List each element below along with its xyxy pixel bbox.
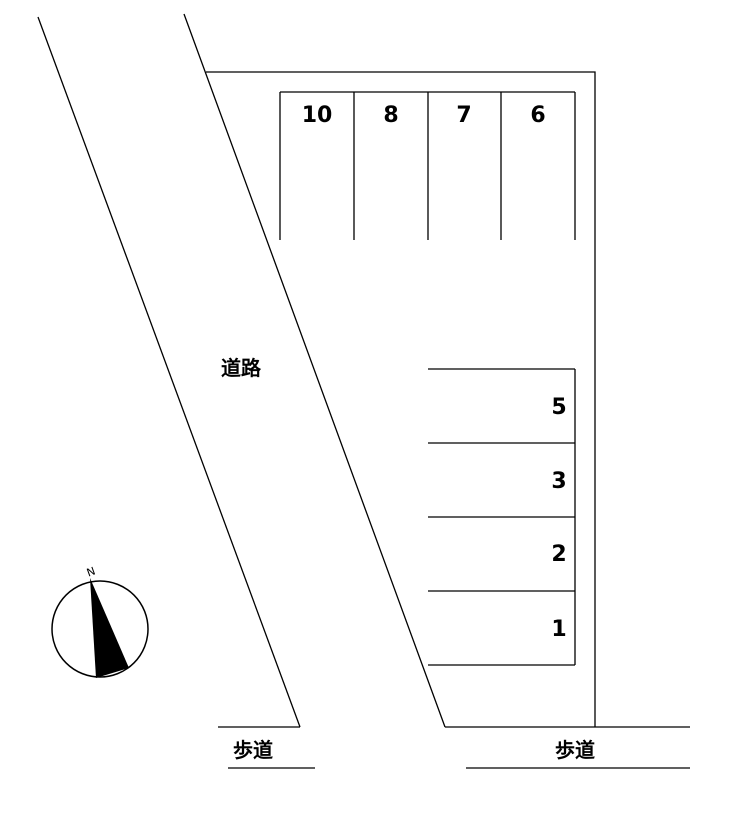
space-label-7: 7 [456, 103, 471, 128]
space-label-10: 10 [302, 103, 333, 128]
compass-north-label: N [85, 565, 97, 580]
road-right-edge [183, 13, 446, 728]
side-parking-column [428, 368, 576, 666]
space-label-3: 3 [551, 469, 566, 494]
lot-boundary [206, 71, 596, 727]
sidewalk-label-left: 歩道 [233, 738, 273, 762]
space-label-8: 8 [383, 103, 398, 128]
space-label-5: 5 [551, 395, 566, 420]
top-parking-row [279, 91, 576, 240]
road-label: 道路 [221, 356, 262, 380]
space-label-6: 6 [530, 103, 545, 128]
north-arrow-icon: N [51, 565, 149, 678]
sidewalk-label-right: 歩道 [555, 738, 595, 762]
space-label-2: 2 [551, 542, 566, 567]
road-left-edge [37, 16, 301, 728]
space-label-1: 1 [551, 617, 566, 642]
